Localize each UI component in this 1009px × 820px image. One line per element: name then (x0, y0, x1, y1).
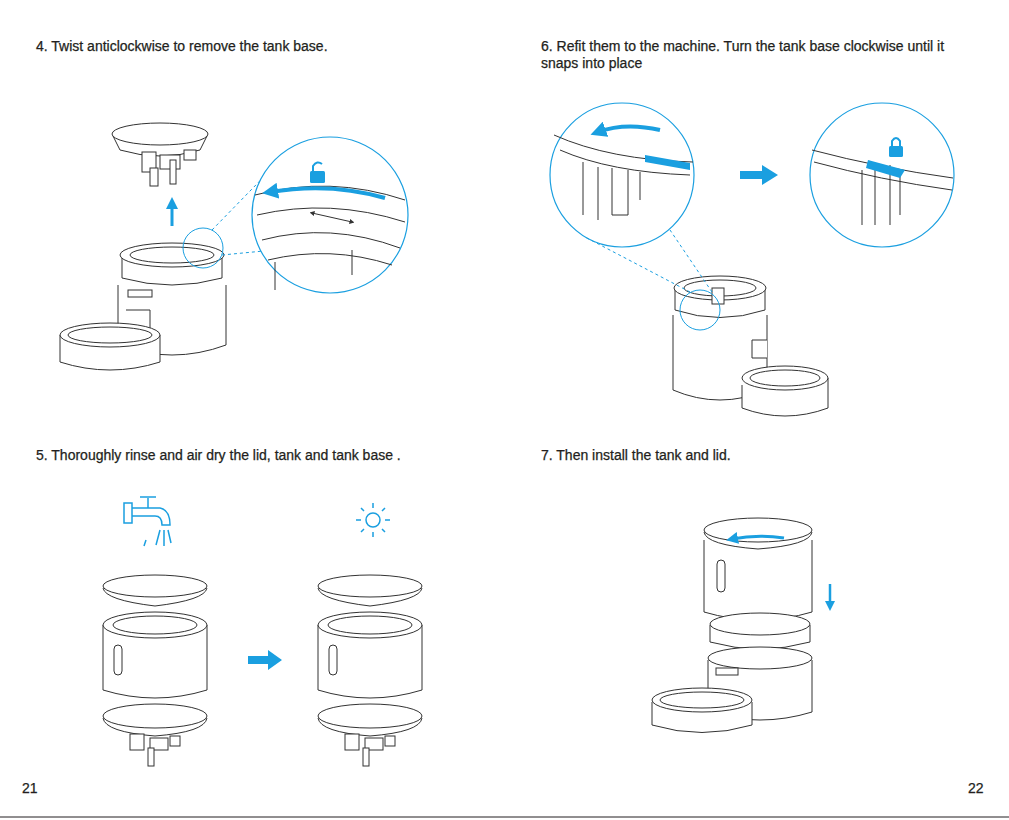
parts-stack (114, 645, 122, 675)
faucet-icon (147, 498, 149, 508)
assembly-stack (660, 692, 744, 708)
leader-lines (670, 230, 712, 292)
zoom-circle-left (550, 103, 694, 247)
assembly-stack (704, 540, 812, 620)
step-instruction: 4. Twist anticlockwise to remove the tan… (36, 38, 506, 55)
zoom-circle-unlock (310, 171, 325, 183)
lift-arrow (171, 203, 174, 226)
step-instruction: 7. Then install the tank and lid. (541, 447, 971, 464)
feeder-body (130, 247, 214, 263)
assembly-stack (652, 518, 812, 733)
feeder-body (120, 243, 224, 267)
zoom-circle-unlock (275, 250, 352, 290)
feeder-base (752, 340, 767, 358)
leader-lines (585, 237, 690, 292)
next-arrow (248, 650, 282, 670)
parts-stack (103, 704, 207, 728)
feeder-base (742, 366, 828, 390)
zoom-circle-left (554, 135, 693, 162)
down-arrow (829, 584, 832, 606)
removed-tank-base (150, 168, 158, 186)
sun-icon (366, 513, 380, 527)
removed-tank-base (112, 123, 208, 186)
zoom-circle-unlock (257, 208, 405, 222)
zoom-circle-unlock (252, 137, 408, 293)
assembly-stack (704, 518, 812, 542)
sun-icon (356, 503, 390, 537)
feeder-base (750, 370, 820, 386)
parts-stack (103, 575, 207, 597)
zoom-circle-right (810, 103, 954, 247)
feeder-body (128, 290, 152, 297)
parts-stack (130, 734, 144, 750)
illustration (318, 575, 422, 766)
zoom-circle-unlock (270, 188, 385, 198)
zoom-spot (680, 290, 720, 330)
assembly-stack (716, 668, 738, 675)
faucet-icon (124, 497, 171, 546)
assembly-stack (717, 560, 725, 592)
faucet-icon (140, 496, 156, 498)
parts-stack (148, 748, 154, 766)
feeder-body (68, 327, 152, 343)
zoom-circle-unlock (268, 254, 392, 265)
zoom-circle-unlock (262, 233, 400, 248)
zoom-spot (183, 228, 223, 268)
feeder-body (60, 243, 226, 370)
faucet-icon (132, 508, 170, 525)
zoom-circle-left (560, 150, 690, 175)
zoom-circle-unlock (255, 186, 405, 200)
zoom-circle-left (550, 103, 694, 247)
zoom-circle-unlock (313, 162, 322, 171)
page-number: 21 (22, 780, 62, 797)
zoom-circle-left (583, 162, 640, 220)
sun-icon (356, 503, 390, 537)
page-number: 22 (968, 780, 1008, 797)
faucet-icon (144, 530, 171, 546)
assembly-stack (652, 688, 752, 712)
twist-arrow (732, 536, 784, 539)
removed-tank-base (112, 123, 208, 145)
parts-stack (113, 616, 197, 634)
parts-stack (103, 612, 207, 638)
step-instruction: 5. Thoroughly rinse and air dry the lid,… (36, 447, 506, 464)
zoom-circle-unlock (252, 137, 408, 293)
zoom-circle-left (645, 155, 690, 170)
removed-tank-base (170, 160, 176, 184)
feeder-base (673, 276, 828, 416)
zoom-circle-right (812, 150, 953, 178)
faucet-icon (124, 503, 132, 523)
feeder-body (60, 323, 160, 347)
leader-lines (585, 230, 712, 292)
zoom-circle-right (892, 138, 900, 146)
assembly-stack (710, 613, 810, 635)
zoom-circle-right (810, 103, 954, 247)
page-rule (0, 817, 1009, 818)
next-arrow (740, 165, 778, 185)
step-instruction: 6. Refit them to the machine. Turn the t… (541, 38, 966, 72)
parts-stack (170, 736, 180, 746)
removed-tank-base (184, 150, 196, 160)
zoom-circle-right (866, 160, 905, 178)
assembly-stack (708, 647, 812, 669)
zoom-circle-right (889, 146, 903, 157)
zoom-circle-unlock (312, 213, 352, 222)
zoom-circle-left (598, 126, 660, 132)
parts-stack (103, 575, 207, 766)
